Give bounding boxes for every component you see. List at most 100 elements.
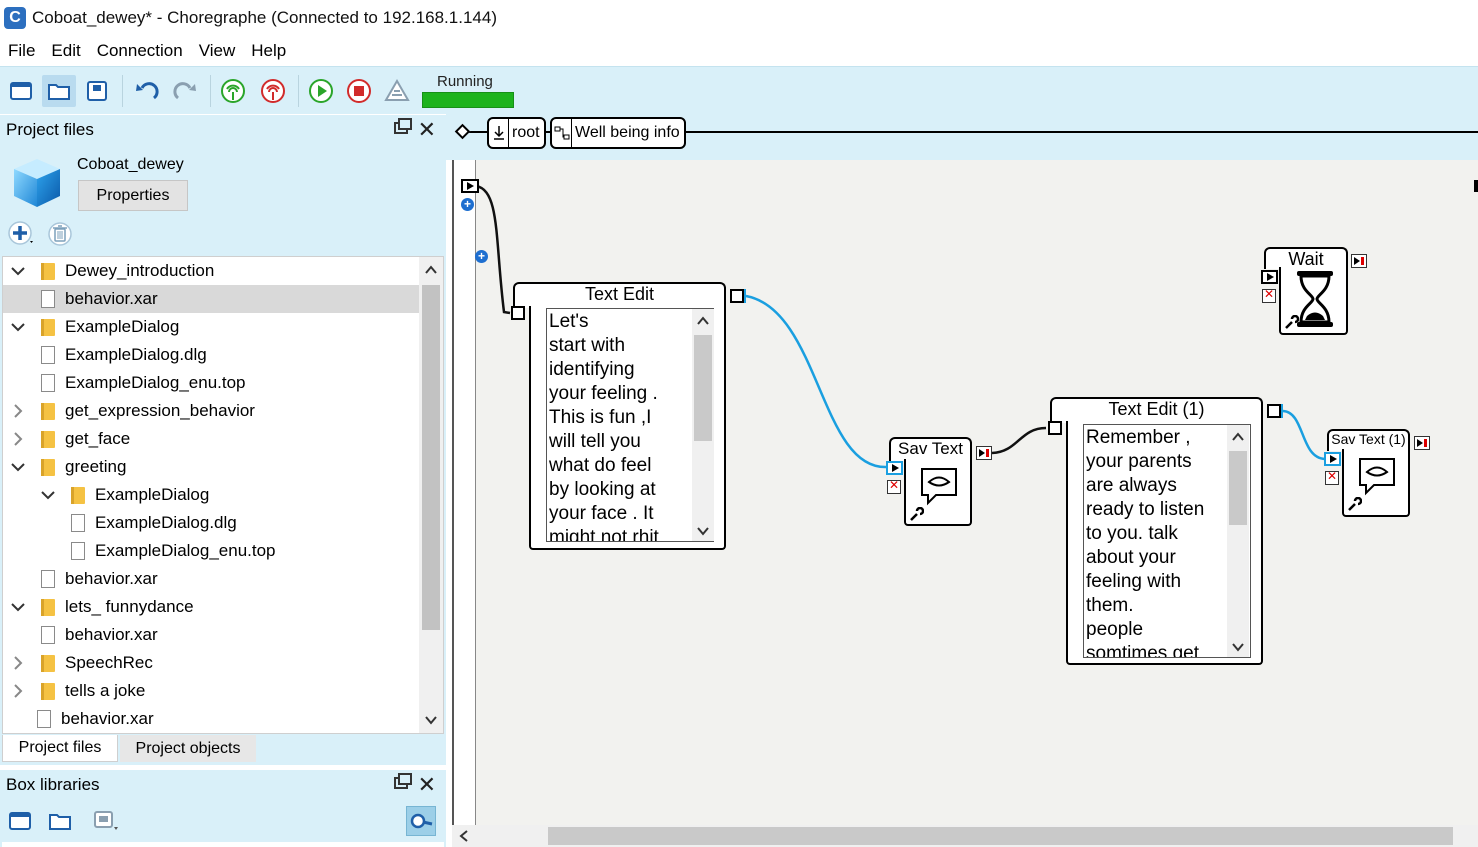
chevron-right-icon[interactable]	[11, 432, 25, 446]
text-edit-input-port[interactable]	[511, 306, 525, 320]
wrench-icon[interactable]	[1283, 315, 1299, 331]
canvas-onstart-port[interactable]	[461, 179, 479, 193]
tree-file-item[interactable]: ExampleDialog_enu.top	[3, 537, 419, 565]
tree-folder-item[interactable]: ExampleDialog	[3, 481, 419, 509]
wait-output-port[interactable]	[1351, 254, 1367, 268]
undo-icon[interactable]	[130, 75, 164, 107]
play-icon[interactable]	[304, 75, 338, 107]
tree-folder-item[interactable]: Dewey_introduction	[3, 257, 419, 285]
tree-item-label: behavior.xar	[65, 289, 158, 308]
chevron-down-icon[interactable]	[11, 600, 25, 614]
chevron-down-icon[interactable]	[41, 488, 55, 502]
tree-file-item[interactable]: ExampleDialog.dlg	[3, 341, 419, 369]
float-panel-icon[interactable]	[394, 118, 412, 134]
chevron-right-icon[interactable]	[11, 684, 25, 698]
sav-text-1-output-port[interactable]	[1414, 436, 1430, 450]
tree-file-item[interactable]: ExampleDialog_enu.top	[3, 369, 419, 397]
text-edit-1-input-port[interactable]	[1048, 421, 1062, 435]
tree-scroll-thumb[interactable]	[422, 285, 440, 630]
wrench-icon[interactable]	[1346, 497, 1362, 513]
sav-text-onstop-port[interactable]	[887, 478, 901, 494]
delete-file-button[interactable]	[46, 221, 74, 247]
properties-button[interactable]: Properties	[78, 180, 188, 211]
connect-icon[interactable]	[216, 75, 250, 107]
save-project-icon[interactable]	[80, 75, 114, 107]
tree-file-item[interactable]: behavior.xar	[3, 565, 419, 593]
open-project-icon[interactable]	[42, 75, 76, 107]
breadcrumb-well-being-info[interactable]: Well being info	[550, 117, 686, 149]
breadcrumb-root[interactable]: root	[487, 117, 546, 149]
scroll-up-icon[interactable]	[424, 263, 438, 277]
stop-icon[interactable]	[342, 75, 376, 107]
text-edit-1-output-port[interactable]	[1267, 404, 1281, 418]
scroll-down-icon[interactable]	[424, 713, 438, 727]
library-options-icon[interactable]	[92, 806, 122, 836]
text-edit-box-title[interactable]: Text Edit	[513, 282, 726, 308]
tab-project-files[interactable]: Project files	[2, 735, 118, 762]
wait-box-title[interactable]: Wait	[1264, 247, 1348, 269]
canvas-scroll-thumb[interactable]	[548, 827, 1453, 845]
sav-text-box-title[interactable]: Sav Text	[889, 437, 972, 461]
redo-icon[interactable]	[168, 75, 202, 107]
chevron-right-icon[interactable]	[11, 404, 25, 418]
tree-folder-item[interactable]: get_expression_behavior	[3, 397, 419, 425]
sav-text-box[interactable]	[904, 459, 972, 526]
tree-folder-item[interactable]: tells a joke	[3, 677, 419, 705]
text-edit-1-box[interactable]: Remember , your parents are always ready…	[1066, 421, 1263, 665]
menu-connection[interactable]: Connection	[96, 41, 183, 60]
search-library-icon[interactable]	[406, 806, 436, 836]
tree-folder-item[interactable]: greeting	[3, 453, 419, 481]
chevron-down-icon[interactable]	[11, 320, 25, 334]
tree-file-item[interactable]: behavior.xar	[3, 285, 419, 313]
disconnect-icon[interactable]	[256, 75, 290, 107]
menu-help[interactable]: Help	[251, 41, 287, 60]
sav-text-output-port[interactable]	[976, 446, 992, 460]
add-output-icon[interactable]: +	[475, 250, 488, 263]
tree-folder-item[interactable]: get_face	[3, 425, 419, 453]
text-edit-1-content[interactable]: Remember , your parents are always ready…	[1083, 424, 1251, 658]
canvas-output-port[interactable]	[1474, 180, 1478, 192]
new-project-icon[interactable]	[4, 75, 38, 107]
chevron-down-icon[interactable]	[11, 264, 25, 278]
tree-folder-item[interactable]: lets_ funnydance	[3, 593, 419, 621]
add-file-button[interactable]	[8, 221, 36, 247]
text-edit-1-scrollbar[interactable]	[1227, 425, 1249, 657]
tree-file-item[interactable]: behavior.xar	[3, 705, 419, 733]
text-edit-content[interactable]: Let's start with identifying your feelin…	[546, 308, 714, 542]
breadcrumb: root Well being info	[446, 114, 1478, 160]
sav-text-1-box[interactable]	[1342, 449, 1410, 517]
menu-view[interactable]: View	[198, 41, 236, 60]
canvas-horizontal-scrollbar[interactable]	[452, 825, 1478, 847]
tree-folder-item[interactable]: ExampleDialog	[3, 313, 419, 341]
sav-text-1-onstop-port[interactable]	[1325, 469, 1339, 485]
scroll-left-icon[interactable]	[458, 829, 470, 843]
tree-scrollbar[interactable]	[419, 257, 443, 733]
float-panel-icon[interactable]	[394, 773, 412, 789]
new-library-icon[interactable]	[5, 806, 35, 836]
close-panel-icon[interactable]: ✕	[417, 772, 436, 797]
text-edit-scrollbar[interactable]	[692, 309, 714, 541]
open-library-icon[interactable]	[45, 806, 75, 836]
chevron-right-icon[interactable]	[11, 656, 25, 670]
wait-onstart-port[interactable]	[1261, 270, 1278, 284]
tree-file-item[interactable]: behavior.xar	[3, 621, 419, 649]
add-input-icon[interactable]: +	[461, 198, 474, 211]
wait-box[interactable]	[1279, 267, 1348, 335]
sav-text-1-box-title[interactable]: Sav Text (1)	[1327, 429, 1410, 451]
sav-text-onstart-port[interactable]	[886, 461, 903, 475]
canvas-input-rail	[452, 160, 476, 825]
close-panel-icon[interactable]: ✕	[417, 117, 436, 142]
text-edit-output-port[interactable]	[730, 289, 744, 303]
tree-file-item[interactable]: ExampleDialog.dlg	[3, 509, 419, 537]
text-edit-1-box-title[interactable]: Text Edit (1)	[1050, 397, 1263, 423]
wait-onstop-port[interactable]	[1262, 287, 1276, 303]
text-edit-box[interactable]: Let's start with identifying your feelin…	[529, 306, 726, 550]
menu-edit[interactable]: Edit	[51, 41, 81, 60]
tab-project-objects[interactable]: Project objects	[120, 735, 256, 762]
tree-folder-item[interactable]: SpeechRec	[3, 649, 419, 677]
wrench-icon[interactable]	[908, 507, 924, 523]
sav-text-1-onstart-port[interactable]	[1324, 452, 1341, 466]
menu-file[interactable]: File	[8, 41, 36, 60]
chevron-down-icon[interactable]	[11, 460, 25, 474]
debug-icon[interactable]	[380, 75, 414, 107]
